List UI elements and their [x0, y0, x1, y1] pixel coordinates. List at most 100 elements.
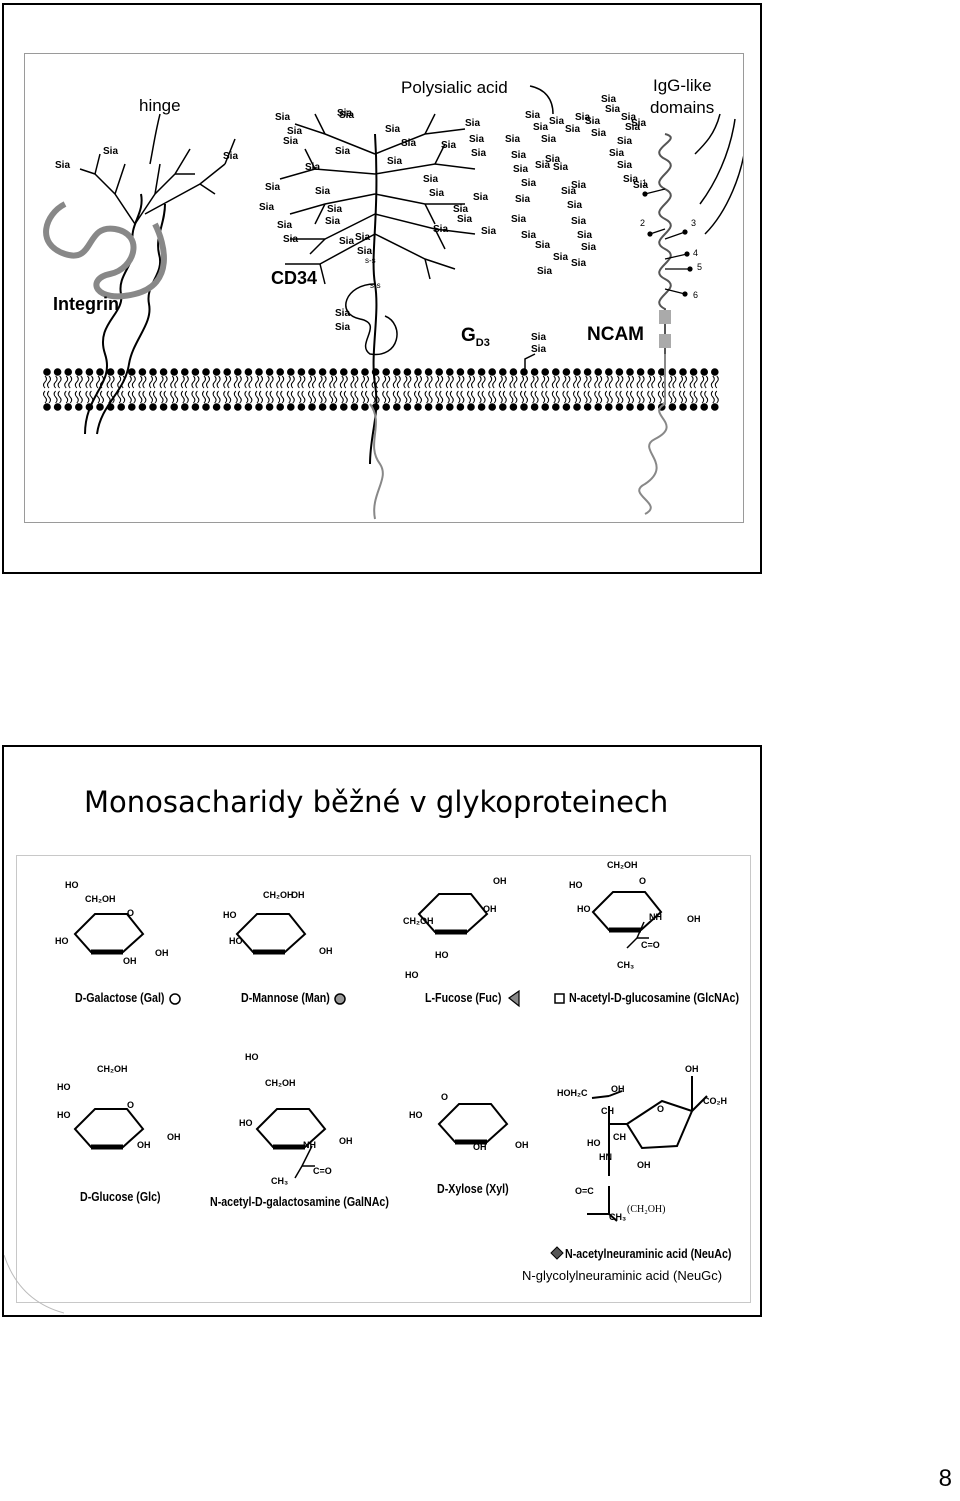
galnac-name: N-acetyl-D-galactosamine (GalNAc) [210, 1194, 389, 1209]
sia-label: Sia [55, 160, 71, 171]
lipid-head [128, 403, 136, 411]
lipid-tail [477, 375, 486, 389]
sia-label: Sia [535, 240, 551, 251]
lipid-tail [265, 390, 274, 404]
lipid-tail [626, 390, 634, 404]
sia-label: Sia [429, 188, 445, 199]
lipid-head [711, 368, 719, 376]
sia-label: Sia [561, 186, 577, 197]
lipid-tail [244, 375, 253, 389]
lipid-head [509, 368, 518, 376]
glcnac-name: N-acetyl-D-glucosamine (GlcNAc) [569, 990, 740, 1005]
atom-label-oh: OH [611, 1084, 625, 1094]
symbol-square-open [554, 993, 565, 1004]
lipid-tail [445, 390, 454, 404]
lipid-tail [424, 390, 433, 404]
sia-label: Sia [511, 150, 527, 161]
sugar-ring [417, 893, 489, 933]
ch2oh-note: (CH₂OH) [627, 1204, 666, 1215]
lipid-tail [43, 390, 51, 404]
lipid-tail [520, 375, 528, 389]
lipid-head [605, 403, 613, 411]
atom-label-oh: OH [137, 1140, 151, 1150]
sugar-ring [73, 913, 145, 953]
lipid-tail [392, 375, 401, 389]
lipid-head [647, 403, 656, 411]
sia-label: Sia [469, 134, 485, 145]
lipid-head [159, 368, 168, 376]
lipid-head [552, 368, 560, 376]
sia-label: Sia [601, 94, 617, 105]
lipid-head [297, 403, 306, 411]
lipid-head [85, 368, 94, 376]
sia-label: Sia [473, 192, 489, 203]
lipid-tail [392, 390, 401, 404]
lipid-head [265, 403, 274, 411]
symbol-circle-grey [334, 993, 346, 1005]
sia-label: Sia [275, 112, 291, 123]
lipid-tail [202, 375, 210, 389]
sia-label: Sia [533, 122, 549, 133]
lipid-head [626, 368, 634, 376]
lipid-tail [233, 390, 242, 404]
membrane-diagram-svg [43, 85, 743, 520]
sia-label: Sia [621, 112, 637, 123]
lipid-tail [530, 390, 539, 404]
lipid-head [265, 368, 274, 376]
lipid-tail [456, 375, 465, 389]
lipid-head [329, 368, 338, 376]
sia-label: Sia [625, 122, 641, 133]
sia-label: Sia [609, 148, 625, 159]
lipid-head [350, 403, 359, 411]
lipid-tail [477, 390, 486, 404]
lipid-head [159, 403, 168, 411]
amide-bonds [294, 921, 649, 1179]
lipid-head [403, 403, 412, 411]
lipid-head [244, 368, 253, 376]
sia-label: Sia [335, 322, 351, 333]
sia-label: Sia [631, 118, 647, 129]
lipid-tail [541, 375, 550, 389]
sia-label: Sia [617, 160, 633, 171]
ncam-domains [658, 133, 672, 354]
lipid-head [223, 403, 231, 411]
lipid-head [488, 368, 497, 376]
lipid-head [456, 368, 465, 376]
lipid-tail [106, 375, 115, 389]
neuac-skeleton [587, 1076, 708, 1222]
lipid-head [106, 368, 115, 376]
lipid-tail [445, 375, 454, 389]
sia-label: Sia [355, 232, 371, 243]
lipid-tail [286, 390, 295, 404]
lipid-tail [138, 390, 147, 404]
lipid-head [149, 403, 157, 411]
atom-label-oh: OH [339, 1136, 353, 1146]
lipid-tail [297, 390, 306, 404]
atom-label-hoh2c: HOH₂C [557, 1088, 588, 1098]
atom-label-ch2oh: CH₂OH [265, 1078, 296, 1088]
atom-label-ho: HO [245, 1052, 259, 1062]
lipid-head [43, 403, 51, 411]
lipid-tail [562, 375, 571, 389]
lipid-tail [488, 375, 497, 389]
lipid-head [138, 403, 147, 411]
lipid-tail [710, 375, 719, 389]
sia-label: Sia [471, 148, 487, 159]
lipid-head [393, 368, 401, 376]
lipid-tail [382, 375, 391, 389]
lipid-tail [318, 375, 327, 389]
sia-label: Sia [283, 136, 299, 147]
lipid-head [96, 368, 104, 376]
lipid-head [287, 403, 295, 411]
sia-label: Sia [433, 224, 449, 235]
lipid-tail [382, 390, 391, 404]
sia-label: Sia [283, 234, 299, 245]
lipid-head [467, 403, 475, 411]
sia-label: Sia [565, 124, 581, 135]
lipid-head [202, 368, 210, 376]
lipid-tail [551, 375, 560, 389]
lipid-head [435, 368, 444, 376]
lipid-head [255, 368, 263, 376]
ncam-fn-domain-2 [659, 334, 671, 348]
lipid-head [329, 403, 338, 411]
